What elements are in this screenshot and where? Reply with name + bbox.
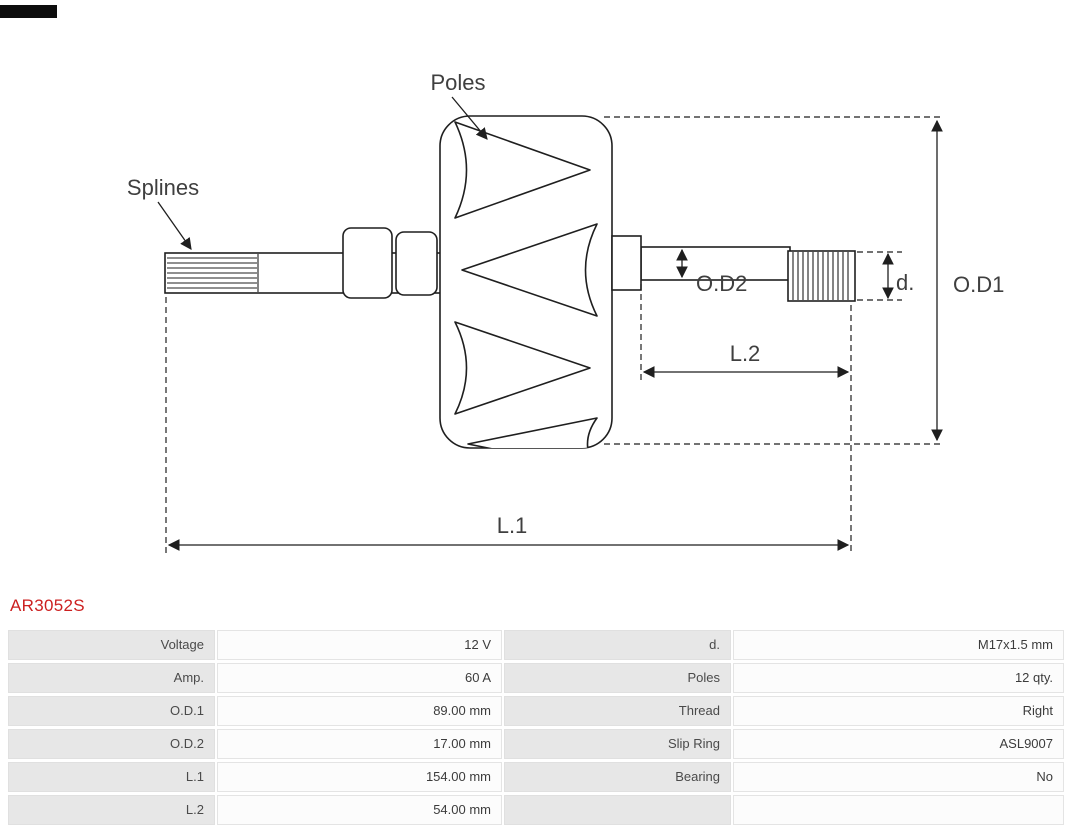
- spec-label-cell: O.D.2: [8, 729, 215, 759]
- brand-logo: [0, 5, 57, 18]
- thread-lines: [792, 252, 849, 300]
- extension-lines: [165, 116, 944, 553]
- spec-value-cell: No: [733, 762, 1064, 792]
- spec-label-cell: Thread: [504, 696, 731, 726]
- poles-pointer-line: [451, 96, 488, 140]
- ring-boss: [611, 235, 642, 291]
- label-poles: Poles: [430, 70, 485, 95]
- rotor-technical-drawing: Poles Splines O.D2 d. O.D1 L.2 L.1: [127, 70, 1004, 553]
- spec-label-cell: L.2: [8, 795, 215, 825]
- spec-label-cell: Amp.: [8, 663, 215, 693]
- label-splines: Splines: [127, 175, 199, 200]
- spec-label-cell: d.: [504, 630, 731, 660]
- spec-value-cell: 54.00 mm: [217, 795, 502, 825]
- dimension-lines: [157, 96, 943, 551]
- spec-value-cell: 12 V: [217, 630, 502, 660]
- spec-label-cell: Poles: [504, 663, 731, 693]
- collar-large: [342, 227, 393, 299]
- part-number: AR3052S: [10, 596, 85, 615]
- spline-lines: [167, 254, 259, 292]
- spec-label-cell: Voltage: [8, 630, 215, 660]
- label-od1: O.D1: [953, 272, 1004, 297]
- spec-label-cell: Bearing: [504, 762, 731, 792]
- spec-value-cell: Right: [733, 696, 1064, 726]
- spec-label-cell: L.1: [8, 762, 215, 792]
- spec-value-cell: [733, 795, 1064, 825]
- spec-value-cell: 17.00 mm: [217, 729, 502, 759]
- claw-pole-pattern: [454, 121, 598, 448]
- threaded-end: [787, 250, 856, 302]
- spec-value-cell: 12 qty.: [733, 663, 1064, 693]
- spec-label-cell: O.D.1: [8, 696, 215, 726]
- spec-label-cell: Slip Ring: [504, 729, 731, 759]
- collar-small: [395, 231, 438, 296]
- spec-table: Voltage 12 V d. M17x1.5 mm Amp. 60 A Pol…: [8, 630, 1064, 825]
- spec-value-cell: ASL9007: [733, 729, 1064, 759]
- label-od2: O.D2: [696, 271, 747, 296]
- label-d: d.: [896, 270, 914, 295]
- spec-label-cell: [504, 795, 731, 825]
- label-l2: L.2: [730, 341, 761, 366]
- spec-value-cell: M17x1.5 mm: [733, 630, 1064, 660]
- splines-pointer-line: [157, 201, 192, 250]
- spec-value-cell: 154.00 mm: [217, 762, 502, 792]
- label-l1: L.1: [497, 513, 528, 538]
- spec-value-cell: 60 A: [217, 663, 502, 693]
- spec-value-cell: 89.00 mm: [217, 696, 502, 726]
